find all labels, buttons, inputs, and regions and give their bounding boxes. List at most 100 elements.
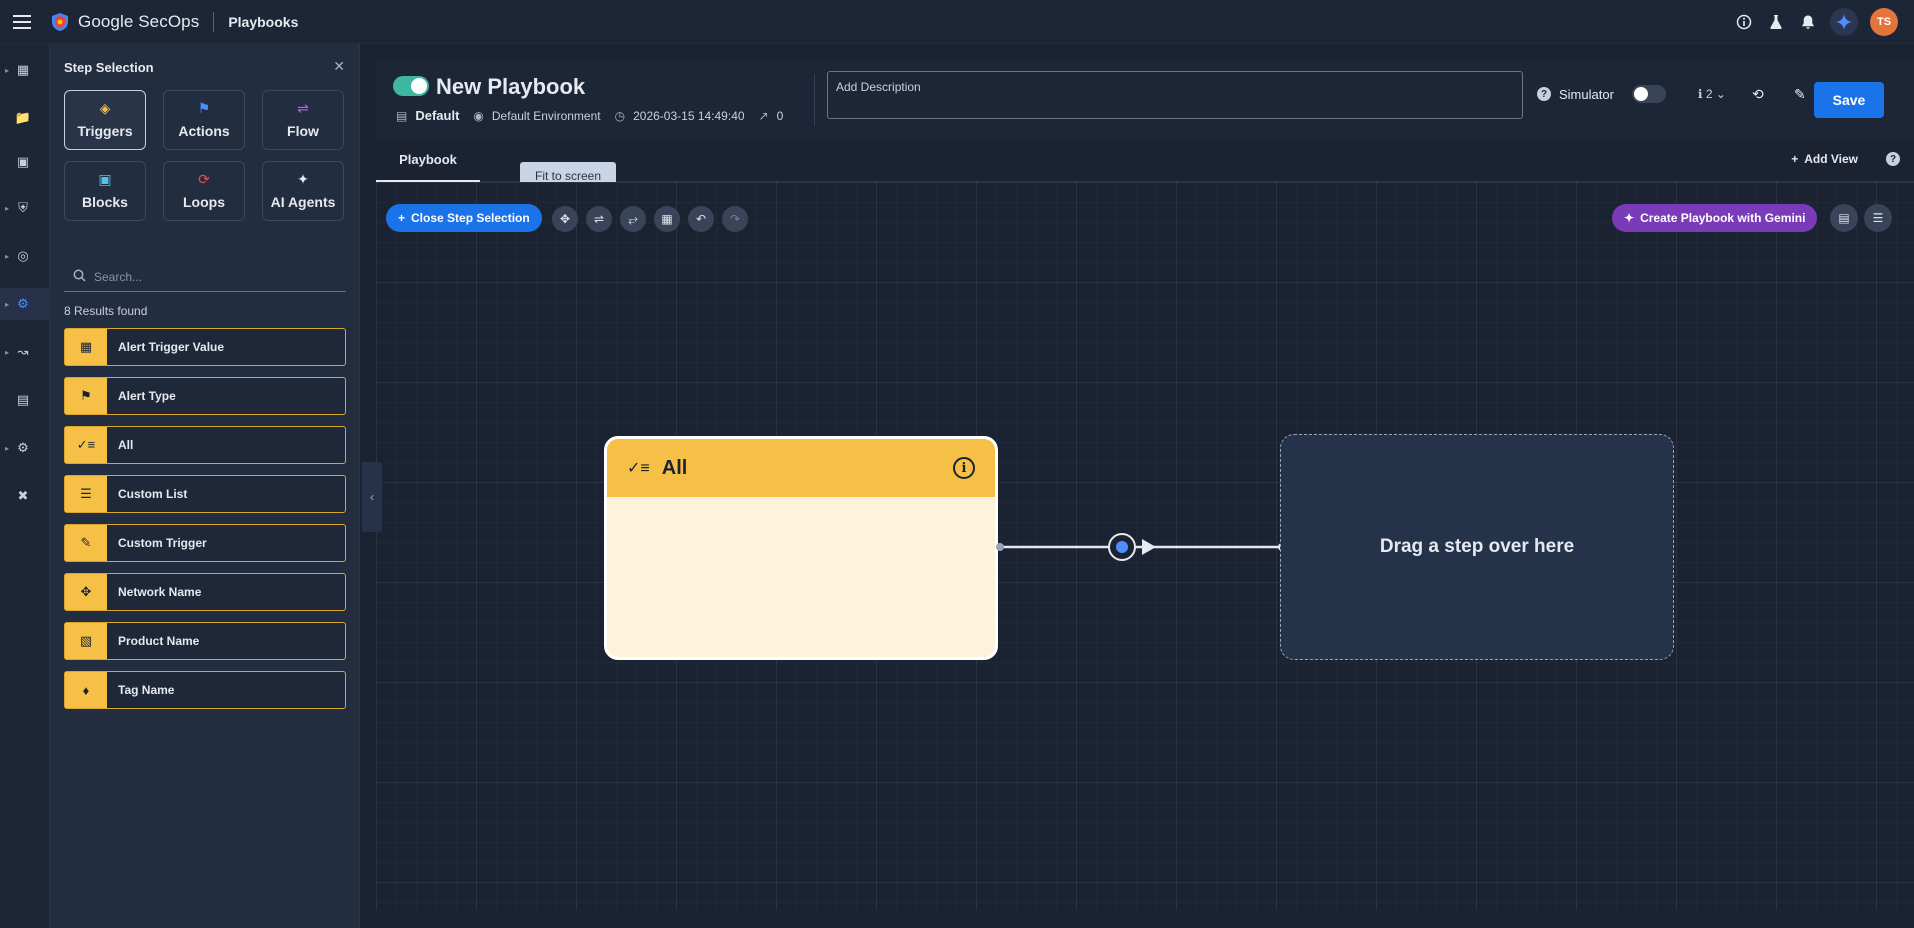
list-icon: ☰ bbox=[65, 476, 107, 512]
category-label: Flow bbox=[287, 123, 319, 139]
environment-name[interactable]: Default Environment bbox=[491, 108, 601, 123]
rail-item-marketplace[interactable]: ▤ bbox=[0, 384, 50, 416]
tab-playbook[interactable]: Playbook bbox=[376, 138, 480, 182]
category-label: Actions bbox=[178, 123, 230, 139]
redo-icon[interactable]: ↷ bbox=[722, 206, 748, 232]
list-item-tag-name[interactable]: ♦ Tag Name bbox=[64, 671, 346, 709]
simulator-toggle[interactable] bbox=[1631, 85, 1666, 103]
rail-item-detection[interactable]: ▸⛨ bbox=[0, 192, 50, 224]
trigger-node-all[interactable]: ✓≡ All i bbox=[604, 436, 998, 660]
tag-icon: ♦ bbox=[65, 672, 107, 708]
loop-icon: ⟳ bbox=[198, 171, 210, 187]
list-item-product-name[interactable]: ▧ Product Name bbox=[64, 622, 346, 660]
trigger-label: Alert Type bbox=[118, 389, 176, 403]
flow-icon: ⇌ bbox=[297, 100, 309, 116]
playbook-enabled-toggle[interactable] bbox=[393, 76, 429, 96]
expand-caret-icon: ▸ bbox=[4, 443, 9, 453]
lab-icon[interactable] bbox=[1766, 12, 1786, 32]
list-item-network-name[interactable]: ✥ Network Name bbox=[64, 573, 346, 611]
info-icon[interactable] bbox=[1734, 12, 1754, 32]
rail-item-settings[interactable]: ▸⚙ bbox=[0, 432, 50, 464]
simulator-label: Simulator bbox=[1559, 86, 1614, 102]
panel-title: Step Selection bbox=[64, 60, 154, 75]
simulator-group: ? Simulator ℹ 2 ⌄ ⟲ ✎ bbox=[1537, 84, 1810, 104]
export-image-icon[interactable]: ▦ bbox=[654, 206, 680, 232]
dashboard-icon: ▦ bbox=[16, 62, 30, 77]
category-actions[interactable]: ⚑ Actions bbox=[163, 90, 245, 150]
product-icon: ▧ bbox=[65, 623, 107, 659]
list-item-alert-trigger-value[interactable]: ▦ Alert Trigger Value bbox=[64, 328, 346, 366]
description-field[interactable]: Add Description bbox=[827, 71, 1523, 119]
sparkle-icon: ✦ bbox=[1624, 211, 1635, 225]
save-button[interactable]: Save bbox=[1814, 82, 1884, 118]
help-icon[interactable]: ? bbox=[1537, 87, 1551, 101]
category-label: Loops bbox=[183, 194, 225, 210]
category-flow[interactable]: ⇌ Flow bbox=[262, 90, 344, 150]
expand-caret-icon: ▸ bbox=[4, 203, 9, 213]
fit-to-screen-icon[interactable]: ✥ bbox=[552, 206, 578, 232]
sparkle-icon: ✦ bbox=[297, 171, 309, 187]
collapse-panel-icon[interactable]: ‹ bbox=[362, 462, 382, 532]
info-icon[interactable]: i bbox=[953, 457, 975, 479]
close-icon[interactable]: ✕ bbox=[333, 58, 345, 74]
menu-icon[interactable] bbox=[0, 0, 44, 44]
playbook-meta: ▤ Default ◉ Default Environment ◷ 2026-0… bbox=[396, 108, 797, 123]
list-item-alert-type[interactable]: ⚑ Alert Type bbox=[64, 377, 346, 415]
cases-icon: ▣ bbox=[16, 154, 30, 169]
shield-icon: ⛨ bbox=[18, 200, 28, 215]
checklist-icon: ✓≡ bbox=[627, 460, 650, 477]
list-item-custom-trigger[interactable]: ✎ Custom Trigger bbox=[64, 524, 346, 562]
layout-settings-icon[interactable]: ☰ bbox=[1864, 204, 1892, 232]
radar-icon: ◎ bbox=[17, 248, 29, 263]
left-rail: ▸▦ 📁 ▣ ▸⛨ ▸◎ ▸⚙ ▸↝ ▤ ▸⚙ ✖ bbox=[0, 44, 50, 928]
rail-item-response[interactable]: ▸⚙ bbox=[0, 288, 50, 320]
category-label: Blocks bbox=[82, 194, 128, 210]
list-item-all[interactable]: ✓≡ All bbox=[64, 426, 346, 464]
gear-icon: ⚙ bbox=[17, 440, 29, 455]
diamond-icon: ◈ bbox=[99, 100, 111, 116]
rail-item-investigation[interactable]: ▸◎ bbox=[0, 240, 50, 272]
category-ai-agents[interactable]: ✦ AI Agents bbox=[262, 161, 344, 221]
minimap-icon[interactable]: ▤ bbox=[1830, 204, 1858, 232]
version-selector[interactable]: ℹ 2 ⌄ bbox=[1697, 87, 1726, 101]
gemini-icon[interactable] bbox=[1830, 8, 1858, 36]
category-triggers[interactable]: ◈ Triggers bbox=[64, 90, 146, 150]
history-icon[interactable]: ⟲ bbox=[1752, 85, 1764, 102]
category-blocks[interactable]: ▣ Blocks bbox=[64, 161, 146, 221]
close-step-selection-button[interactable]: +Close Step Selection bbox=[386, 204, 542, 232]
bell-icon[interactable] bbox=[1798, 12, 1818, 32]
steps-icon: ↗ bbox=[758, 108, 769, 123]
trigger-label: Product Name bbox=[118, 634, 200, 648]
list-item-custom-list[interactable]: ☰ Custom List bbox=[64, 475, 346, 513]
expand-caret-icon: ▸ bbox=[4, 299, 9, 309]
add-view-button[interactable]: +Add View bbox=[1791, 152, 1858, 166]
trigger-list: ▦ Alert Trigger Value ⚑ Alert Type ✓≡ Al… bbox=[64, 328, 346, 720]
create-with-gemini-button[interactable]: ✦Create Playbook with Gemini bbox=[1612, 204, 1818, 232]
expand-caret-icon: ▸ bbox=[4, 251, 9, 261]
playbook-canvas[interactable]: +Close Step Selection ✥ ⇌ ⥂ ▦ ↶ ↷ ✦Creat… bbox=[376, 182, 1914, 910]
rail-item-cases[interactable]: ▣ bbox=[0, 146, 50, 178]
category-loops[interactable]: ⟳ Loops bbox=[163, 161, 245, 221]
folder-name[interactable]: Default bbox=[415, 108, 460, 123]
rail-item-analytics[interactable]: ▸↝ bbox=[0, 336, 50, 368]
brand-name[interactable]: Google SecOps bbox=[78, 11, 200, 31]
modified-timestamp: 2026-03-15 14:49:40 bbox=[633, 108, 745, 123]
collapse-icon[interactable]: ⥂ bbox=[620, 206, 646, 232]
rail-item-dashboard[interactable]: ▸▦ bbox=[0, 54, 50, 86]
search-icon bbox=[64, 269, 94, 285]
chart-icon: ↝ bbox=[17, 344, 29, 359]
avatar[interactable]: TS bbox=[1870, 8, 1898, 36]
block-icon: ▣ bbox=[98, 171, 112, 187]
rail-item-folder[interactable]: 📁 bbox=[0, 102, 50, 134]
search-input[interactable] bbox=[94, 269, 346, 284]
step-dropzone[interactable]: Drag a step over here bbox=[1280, 434, 1674, 660]
auto-layout-icon[interactable]: ⇌ bbox=[586, 206, 612, 232]
edit-icon: ✎ bbox=[65, 525, 107, 561]
help-icon[interactable]: ? bbox=[1886, 152, 1900, 166]
playbook-title[interactable]: New Playbook bbox=[436, 74, 586, 99]
node-title: All bbox=[661, 456, 688, 479]
close-step-label: Close Step Selection bbox=[411, 211, 530, 225]
rail-item-tools[interactable]: ✖ bbox=[0, 480, 50, 512]
undo-icon[interactable]: ↶ bbox=[688, 206, 714, 232]
permissions-icon[interactable]: ✎ bbox=[1794, 85, 1806, 102]
